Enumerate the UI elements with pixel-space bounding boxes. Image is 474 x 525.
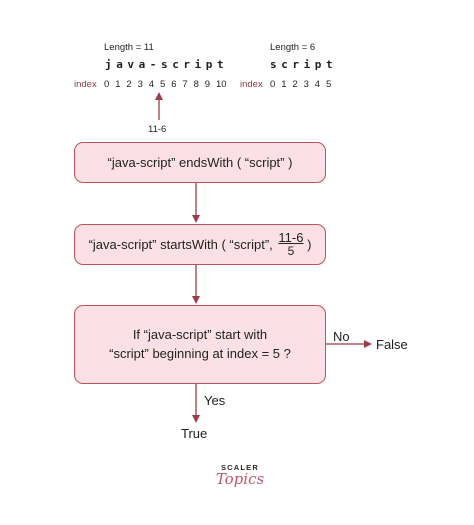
- true-label: True: [181, 426, 208, 441]
- index-number: 5: [326, 79, 332, 90]
- index-number: 3: [303, 79, 309, 90]
- string-char: r: [183, 58, 191, 71]
- index-number: 6: [171, 79, 177, 90]
- index-number: 1: [281, 79, 287, 90]
- string-char: v: [127, 58, 135, 71]
- string-char: r: [292, 58, 300, 71]
- string-char: a: [116, 58, 123, 71]
- string-char: a: [138, 58, 146, 71]
- ends-with-box: “java-script” endsWith ( “script” ): [74, 142, 326, 183]
- string-char: p: [205, 58, 213, 71]
- starts-with-fraction: 11-6 5: [278, 229, 304, 259]
- right-index-label: index: [240, 79, 263, 90]
- decision-line-1: If “java-script” start with: [132, 326, 268, 342]
- index-number: 1: [115, 79, 121, 90]
- string-char: c: [172, 58, 179, 71]
- ends-with-text: “java-script” endsWith ( “script” ): [107, 155, 293, 170]
- index-number: 7: [182, 79, 188, 90]
- string-char: i: [194, 58, 202, 71]
- index-pointer-label: 11-6: [148, 124, 167, 135]
- starts-with-numerator: 11-6: [278, 229, 304, 245]
- string-char: s: [270, 58, 277, 71]
- index-number: 10: [216, 79, 227, 90]
- index-number: 4: [148, 79, 155, 90]
- left-index-label: index: [74, 79, 97, 90]
- string-char: t: [217, 58, 224, 71]
- index-number: 3: [137, 79, 143, 90]
- left-length-label: Length = 11: [104, 42, 154, 53]
- starts-with-prefix: “java-script” startsWith ( “script”,: [88, 237, 277, 252]
- logo-bottom-text: Topics: [215, 470, 265, 488]
- string-char: t: [326, 58, 333, 71]
- index-number: 4: [314, 79, 321, 90]
- index-number: 2: [292, 79, 298, 90]
- yes-label: Yes: [204, 393, 226, 408]
- no-label: No: [333, 329, 350, 344]
- scaler-topics-logo: SCALER Topics: [210, 463, 270, 488]
- string-char: i: [303, 58, 311, 71]
- string-char: c: [281, 58, 288, 71]
- false-label: False: [376, 337, 408, 352]
- starts-with-box: “java-script” startsWith ( “script”, 11-…: [74, 224, 326, 265]
- string-char: j: [105, 58, 112, 71]
- right-length-label: Length = 6: [270, 42, 316, 53]
- index-number: 5: [160, 79, 166, 90]
- index-number: 9: [204, 79, 211, 90]
- index-number: 8: [193, 79, 199, 90]
- string-char: s: [161, 58, 168, 71]
- decision-line-2: “script” beginning at index = 5 ?: [109, 345, 291, 361]
- starts-with-suffix: ): [303, 237, 312, 252]
- index-number: 0: [270, 79, 276, 90]
- index-number: 0: [104, 79, 110, 90]
- logo-top-text: SCALER: [220, 463, 260, 472]
- string-char: p: [314, 58, 322, 71]
- starts-with-denominator: 5: [287, 244, 295, 259]
- decision-box: If “java-script” start with “script” beg…: [74, 305, 326, 384]
- string-char: -: [149, 58, 157, 71]
- index-number: 2: [126, 79, 132, 90]
